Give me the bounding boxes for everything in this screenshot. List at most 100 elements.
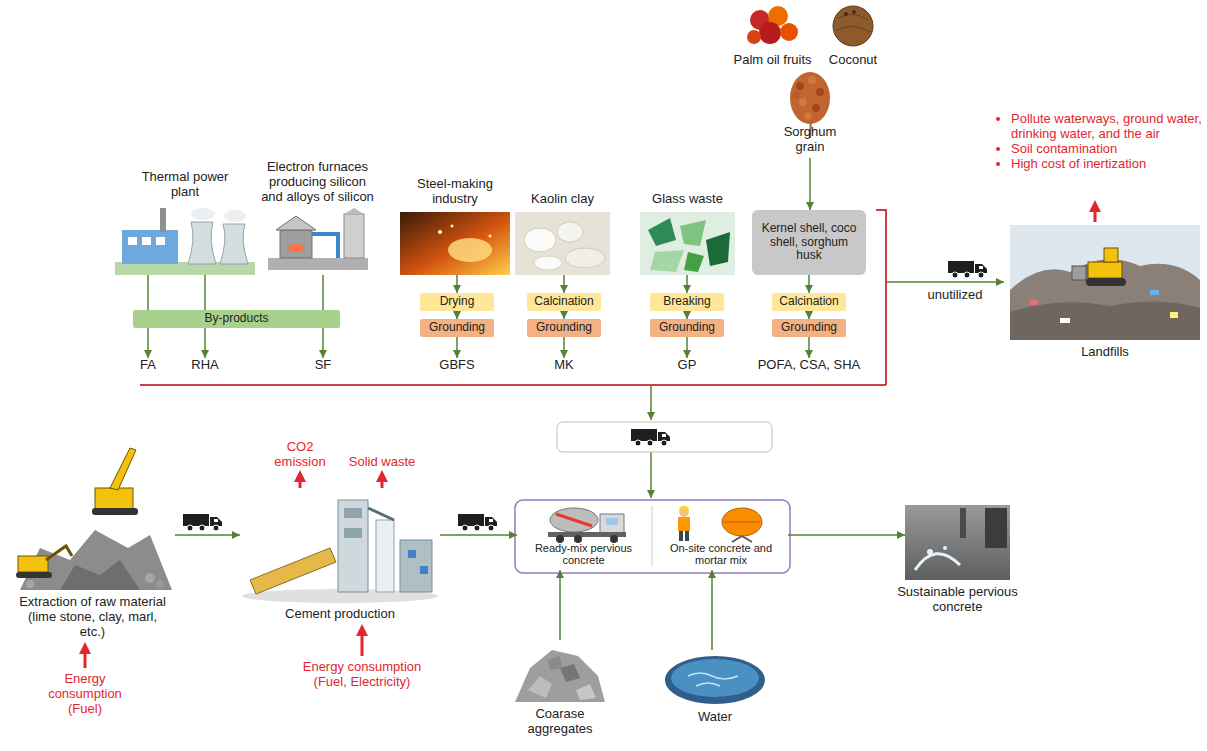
landfill-photo xyxy=(1170,312,1178,318)
water-photo xyxy=(671,659,759,697)
mixing-panel xyxy=(515,500,790,573)
image-caption: Water xyxy=(675,710,755,725)
impact-list: Pollute waterways, ground water, drinkin… xyxy=(995,112,1207,172)
landfill-photo xyxy=(1010,225,1200,340)
water-photo xyxy=(688,673,738,679)
flow-arrow xyxy=(809,158,811,210)
grouping-bracket xyxy=(140,210,886,385)
concrete-photo xyxy=(943,546,947,550)
grouping-bracket xyxy=(140,384,886,386)
power-plant-illustration xyxy=(191,208,215,220)
image-caption: Palm oil fruits xyxy=(723,53,823,68)
sorghum-photo xyxy=(790,72,830,124)
kaolin-photo xyxy=(534,256,562,270)
cement-plant-illustration xyxy=(338,500,368,592)
flow-label: unutilized xyxy=(928,288,983,303)
water-photo xyxy=(665,656,765,704)
flow-arrow xyxy=(650,386,652,420)
cement-plant-illustration xyxy=(368,508,394,520)
power-plant-illustration xyxy=(128,237,137,245)
aggregates-photo xyxy=(560,664,580,682)
flow-arrow xyxy=(788,534,905,536)
sorghum-photo xyxy=(796,82,804,90)
material-label: SF xyxy=(315,358,332,373)
impact-note: Energy consumption (Fuel, Electricity) xyxy=(300,660,425,690)
image-caption: Cement production xyxy=(265,607,415,622)
worker-mixer-illustration xyxy=(732,536,752,542)
process-step: Breaking xyxy=(650,293,724,311)
source-image: Thermal power plant xyxy=(115,205,255,275)
warning-arrow xyxy=(1094,206,1097,222)
palm-fruit-photo xyxy=(759,22,781,44)
quarry-illustration xyxy=(95,488,133,510)
material-label: POFA, CSA, SHA xyxy=(758,358,861,373)
flow-arrow xyxy=(84,648,87,668)
kaolin-photo xyxy=(515,212,610,275)
flow-arrow xyxy=(887,281,1004,283)
image-caption: Kaolin clay xyxy=(513,192,613,207)
furnace-illustration xyxy=(268,258,368,270)
worker-mixer-illustration xyxy=(678,506,762,543)
kaolin-photo xyxy=(524,228,556,252)
truck-icon xyxy=(458,514,497,531)
cement-plant-illustration xyxy=(376,520,394,592)
material-label: FA xyxy=(140,358,156,373)
source-image: Steel-making industry xyxy=(400,212,510,275)
glass-photo xyxy=(650,250,684,272)
truck-icon xyxy=(183,514,222,531)
source-image: Coconut xyxy=(830,3,876,48)
node-text: Drying xyxy=(440,295,475,309)
source-image: Kaolin clay xyxy=(515,212,610,275)
mix-option: On-site concrete and mortar mix xyxy=(654,502,788,570)
worker-mixer-illustration xyxy=(679,531,683,541)
process-step: Grounding xyxy=(772,319,846,337)
steel-photo xyxy=(448,238,492,262)
process-step: Calcination xyxy=(772,293,846,311)
landfill-photo xyxy=(1072,266,1086,280)
flow-arrow xyxy=(808,311,810,319)
warning-arrow xyxy=(299,476,302,488)
process-step: Grounding xyxy=(420,319,494,337)
flow-arrow xyxy=(650,452,652,498)
cement-plant-illustration xyxy=(344,508,362,518)
sorghum-photo xyxy=(799,98,807,106)
quarry-illustration xyxy=(156,580,164,588)
concrete-photo xyxy=(905,505,1010,580)
sorghum-photo xyxy=(816,88,824,96)
flow-arrow xyxy=(456,311,458,319)
aggregates-photo xyxy=(548,656,562,670)
flow-arrow xyxy=(686,275,688,293)
flow-arrow xyxy=(563,337,565,358)
landfill-photo xyxy=(1104,248,1118,262)
furnace-illustration xyxy=(288,244,304,252)
source-image: Electron furnaces producing silicon and … xyxy=(265,210,370,275)
material-code: GBFS xyxy=(439,358,474,373)
steel-photo xyxy=(400,212,510,275)
node-text: Breaking xyxy=(663,295,710,309)
power-plant-illustration xyxy=(142,237,151,245)
transport-box xyxy=(631,429,670,446)
node-text: Grounding xyxy=(781,321,837,335)
cement-plant-illustration xyxy=(250,548,336,594)
concrete-photo xyxy=(960,508,966,538)
material-code: POFA, CSA, SHA xyxy=(758,358,861,373)
furnace-illustration xyxy=(344,214,364,258)
material-code: GP xyxy=(678,358,697,373)
flow-arrow xyxy=(440,534,517,536)
aggregates-photo xyxy=(528,676,552,698)
material-code: FA xyxy=(140,358,156,373)
power-plant-illustration xyxy=(160,208,166,232)
aggregates-photo xyxy=(515,650,605,702)
material-label: MK xyxy=(554,358,574,373)
cement-plant-illustration xyxy=(400,540,432,592)
image-caption: Landfills xyxy=(1055,345,1155,360)
impact-note: CO2 emission xyxy=(265,440,335,470)
mixer-truck-illustration xyxy=(600,514,624,534)
glass-photo xyxy=(706,232,730,266)
residue-box: Kernel shell, coco shell, sorghum husk xyxy=(752,210,866,275)
concrete-photo xyxy=(985,508,1007,548)
mixing-panel xyxy=(652,506,653,567)
flow-arrow xyxy=(559,570,561,640)
palm-fruit-photo xyxy=(780,23,798,41)
